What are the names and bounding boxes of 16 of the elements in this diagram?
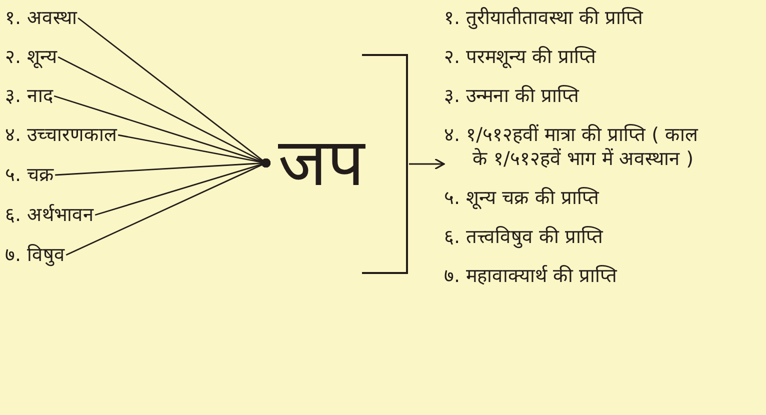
source-item: १. अवस्था [5,6,78,30]
result-item: २. परमशून्य की प्राप्ति [444,45,598,69]
result-item: ६. तत्त्वविषुव की प्राप्ति [444,225,604,249]
source-item: ५. चक्र [5,163,54,187]
source-item: ४. उच्चारणकाल [5,123,118,147]
source-item: २. शून्य [5,45,58,69]
result-item: ३. उन्मना की प्राप्ति [444,84,580,108]
source-item: ६. अर्थभावन [5,203,94,227]
result-item: ५. शून्य चक्र की प्राप्ति [444,186,600,210]
source-item: ७. विषुव [5,243,66,267]
result-item: १. तुरीयातीतावस्था की प्राप्ति [444,6,644,30]
result-item: ७. महावाक्यार्थ की प्राप्ति [444,264,618,288]
central-word: जप [266,125,364,201]
arrow [409,158,445,170]
source-item: ३. नाद [5,84,54,108]
result-item: ४. १/५१२हवीं मात्रा की प्राप्ति ( काल के १/५१२हवें भाग में अवस्थान ) [444,123,700,171]
